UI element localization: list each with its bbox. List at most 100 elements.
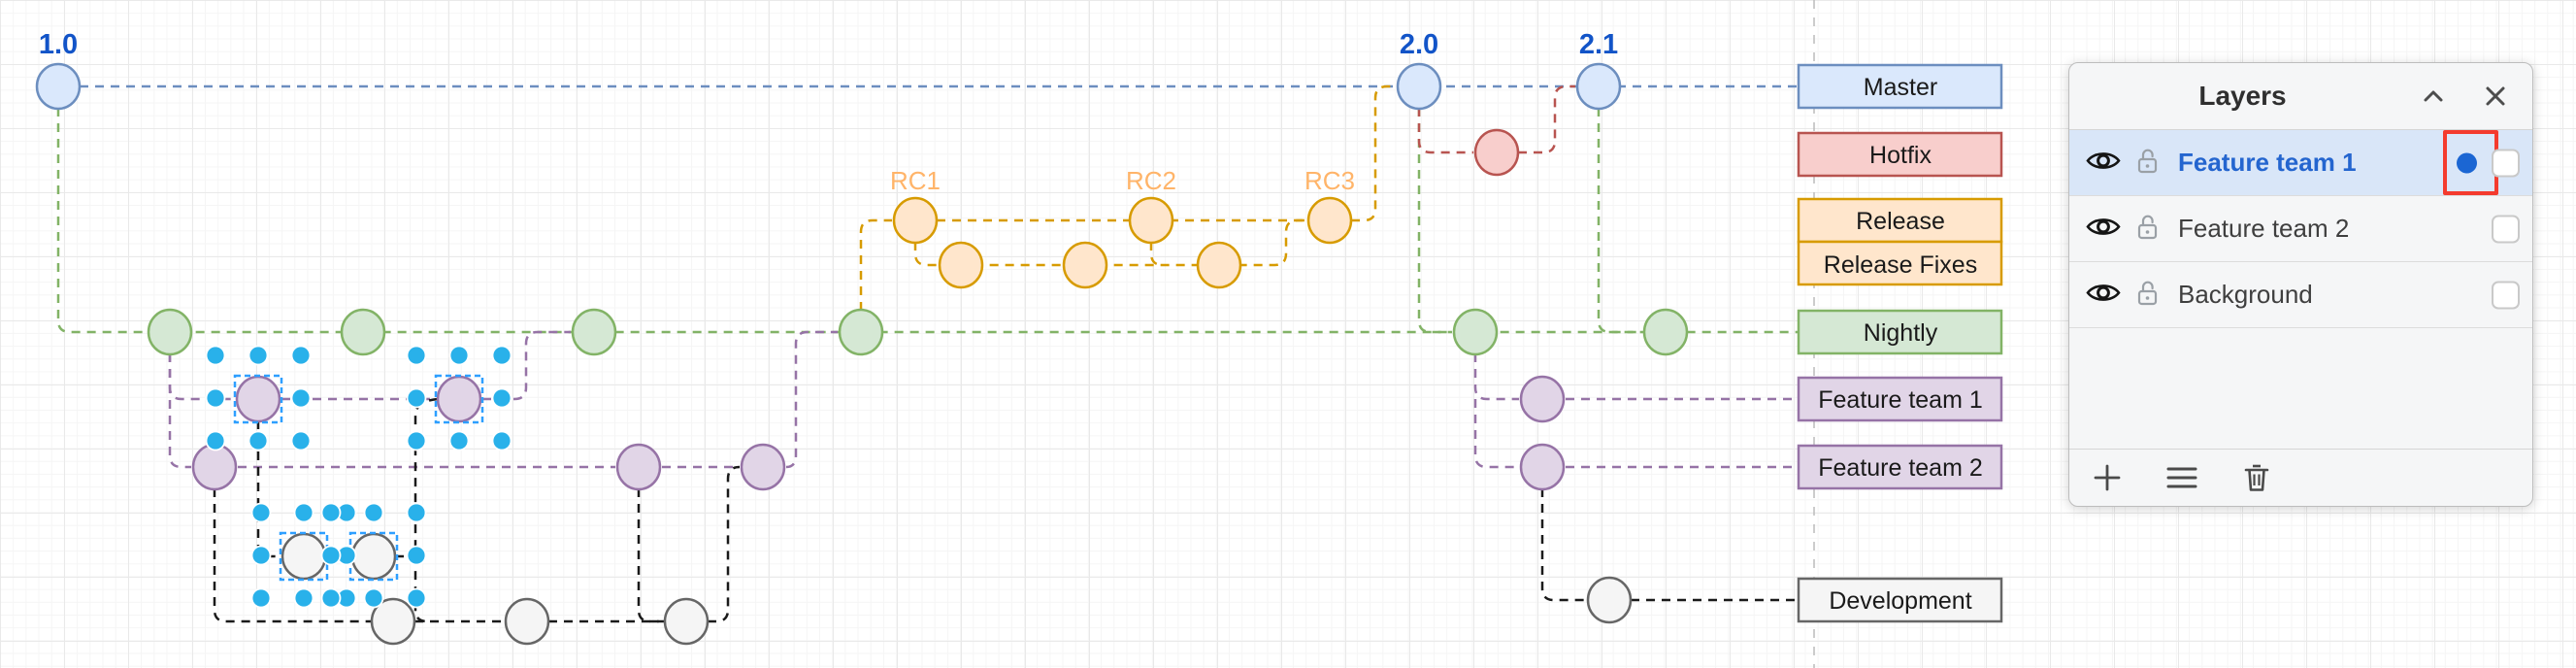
lock-toggle[interactable]: [2136, 279, 2159, 312]
commit-dev-1[interactable]: [370, 597, 416, 646]
commit-rc1[interactable]: [892, 196, 939, 245]
selection-handle[interactable]: [290, 345, 312, 366]
selection-handle[interactable]: [248, 430, 269, 451]
commit-1-0[interactable]: [35, 62, 82, 111]
selection-handle[interactable]: [320, 502, 342, 523]
selection-handle[interactable]: [250, 545, 272, 566]
selection-handle[interactable]: [406, 345, 427, 366]
commit-ft2-right[interactable]: [1519, 443, 1566, 491]
commit-hotfix[interactable]: [1473, 128, 1520, 177]
commit-ft1-2-selected[interactable]: [436, 375, 482, 423]
layer-name[interactable]: Feature team 2: [2178, 214, 2350, 243]
edge-hotfix-merge[interactable]: [1518, 84, 1575, 154]
selection-handle[interactable]: [448, 430, 470, 451]
edge-ft2-branch[interactable]: [168, 353, 191, 469]
selection-handle[interactable]: [290, 430, 312, 451]
visibility-toggle[interactable]: [2086, 281, 2121, 310]
commit-nightly-4[interactable]: [838, 308, 884, 356]
lock-toggle[interactable]: [2136, 147, 2159, 180]
commit-nightly-1[interactable]: [147, 308, 193, 356]
layer-checkbox[interactable]: [2492, 149, 2520, 177]
edge-rc2-drop[interactable]: [1149, 242, 1164, 267]
selection-handle[interactable]: [406, 587, 427, 609]
commit-fix-2[interactable]: [1062, 241, 1108, 289]
collapse-panel-button[interactable]: [2420, 83, 2447, 110]
selection-handle[interactable]: [491, 430, 512, 451]
visibility-toggle[interactable]: [2086, 215, 2121, 244]
selection-handle[interactable]: [250, 502, 272, 523]
commit-ft2-1[interactable]: [191, 443, 238, 491]
close-panel-button[interactable]: [2482, 83, 2509, 110]
commit-nightly-5[interactable]: [1452, 308, 1499, 356]
edge-dev-merge-ft2[interactable]: [708, 465, 741, 623]
layer-checkbox[interactable]: [2492, 281, 2520, 309]
selection-handle[interactable]: [363, 502, 384, 523]
selection-handle[interactable]: [320, 545, 342, 566]
commit-rc3[interactable]: [1306, 196, 1353, 245]
layer-name[interactable]: Feature team 1: [2178, 148, 2357, 177]
layer-checkbox[interactable]: [2492, 215, 2520, 243]
commit-nightly-2[interactable]: [340, 308, 386, 356]
selection-handle[interactable]: [363, 587, 384, 609]
edge-nightly-from-2-0[interactable]: [1417, 108, 1452, 334]
selection-handle[interactable]: [406, 502, 427, 523]
commit-nightly-6[interactable]: [1642, 308, 1689, 356]
ft1-label-box[interactable]: [1797, 376, 2003, 422]
commit-fix-3[interactable]: [1196, 241, 1242, 289]
selection-handle[interactable]: [448, 345, 470, 366]
selection-handle[interactable]: [250, 587, 272, 609]
delete-layer-button[interactable]: [2242, 462, 2271, 493]
layer-row-feature-team-2[interactable]: Feature team 2: [2069, 196, 2532, 262]
hotfix-label-box[interactable]: [1797, 131, 2003, 178]
commit-dev-2[interactable]: [504, 597, 550, 646]
layer-name[interactable]: Background: [2178, 280, 2313, 309]
edge-ft1-branch[interactable]: [168, 353, 235, 401]
edge-ft1-merge[interactable]: [482, 330, 571, 401]
edge-ft2-drop[interactable]: [637, 488, 663, 623]
edge-dev-branch-right[interactable]: [1540, 488, 1588, 602]
selection-handle[interactable]: [320, 587, 342, 609]
edge-release-merge-master[interactable]: [1351, 84, 1396, 222]
selection-handle[interactable]: [293, 502, 314, 523]
selection-handle[interactable]: [491, 387, 512, 409]
edge-ft2-merge-nightly[interactable]: [785, 330, 838, 469]
commit-dev-3[interactable]: [663, 597, 710, 646]
selection-handle[interactable]: [290, 387, 312, 409]
commit-nightly-3[interactable]: [571, 308, 617, 356]
layer-row-feature-team-1[interactable]: Feature team 1: [2069, 130, 2532, 196]
edge-nightly[interactable]: [56, 108, 1799, 334]
selection-handle[interactable]: [406, 545, 427, 566]
commit-ft2-2[interactable]: [615, 443, 662, 491]
commit-2-1[interactable]: [1575, 62, 1622, 111]
commit-ft1-right[interactable]: [1519, 375, 1566, 423]
add-layer-button[interactable]: [2093, 463, 2122, 492]
edit-layers-button[interactable]: [2166, 465, 2197, 490]
edge-dev-branch[interactable]: [213, 488, 372, 623]
commit-dev-sub-2-selected[interactable]: [350, 532, 397, 581]
commit-dev-right[interactable]: [1586, 576, 1633, 624]
visibility-toggle[interactable]: [2086, 149, 2121, 178]
edge-release-fixes[interactable]: [913, 218, 1306, 267]
lock-toggle[interactable]: [2136, 213, 2159, 246]
nightly-label-box[interactable]: [1797, 309, 2003, 355]
edge-ft2-branch-right[interactable]: [1473, 399, 1519, 469]
edge-ft1-branch-right[interactable]: [1473, 353, 1519, 401]
edge-nightly-from-2-1[interactable]: [1597, 108, 1642, 334]
selection-handle[interactable]: [406, 430, 427, 451]
master-label-box[interactable]: [1797, 63, 2003, 110]
selection-handle[interactable]: [491, 345, 512, 366]
commit-fix-1[interactable]: [938, 241, 984, 289]
release-fixes-label-box[interactable]: [1797, 240, 2003, 286]
selection-handle[interactable]: [406, 387, 427, 409]
layer-row-background[interactable]: Background: [2069, 262, 2532, 328]
commit-dev-sub-1-selected[interactable]: [281, 532, 327, 581]
selection-handle[interactable]: [248, 345, 269, 366]
active-layer-indicator[interactable]: [2457, 152, 2477, 173]
edge-hotfix-branch[interactable]: [1417, 108, 1473, 154]
commit-2-0[interactable]: [1396, 62, 1442, 111]
selection-handle[interactable]: [205, 345, 226, 366]
commit-ft1-1-selected[interactable]: [235, 375, 281, 423]
edge-release-branch[interactable]: [859, 218, 892, 311]
ft2-label-box[interactable]: [1797, 444, 2003, 490]
commit-ft2-3[interactable]: [740, 443, 786, 491]
